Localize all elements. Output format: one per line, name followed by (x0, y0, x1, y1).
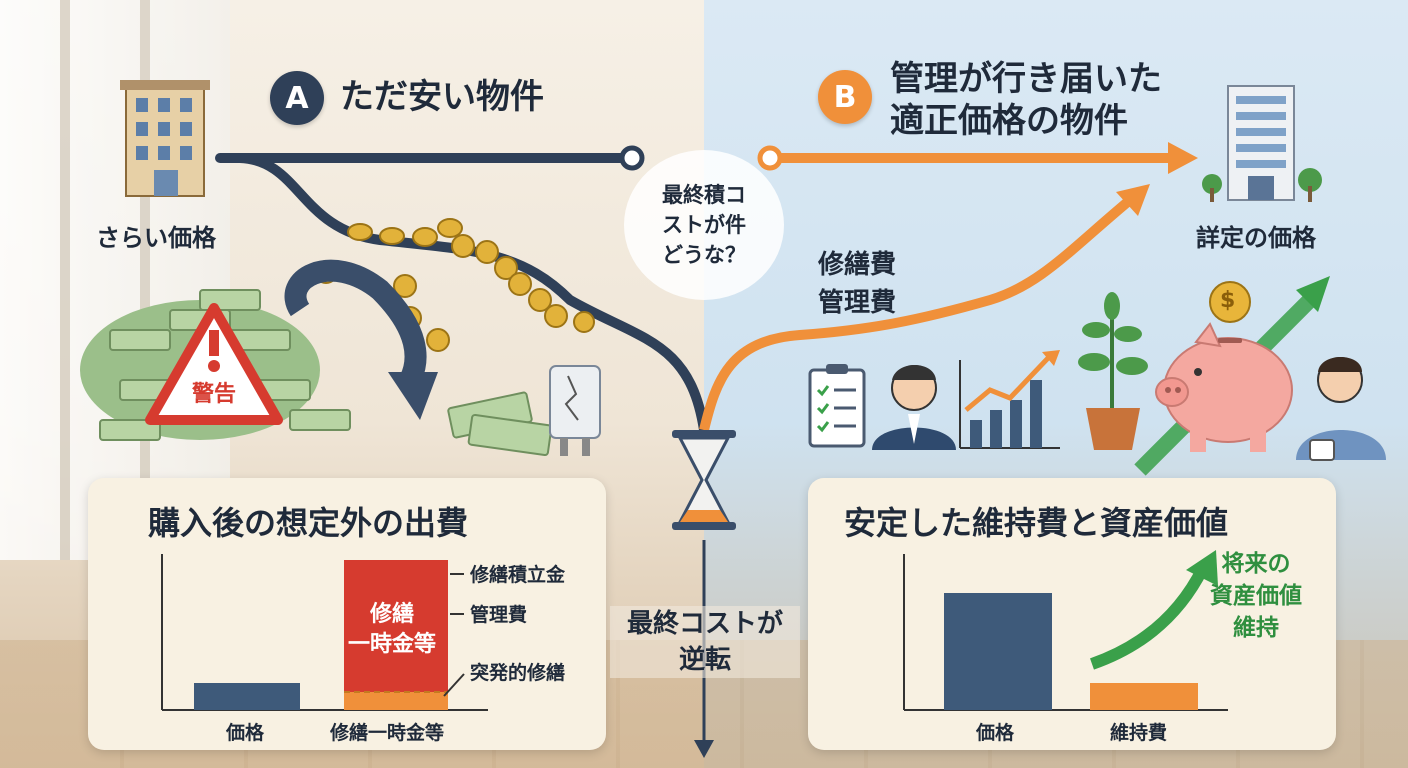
option-b-cost-label-line2: 管理費 (818, 288, 897, 318)
chart-a-category-1: 価格 (226, 722, 265, 744)
legend-item-1: 修繕積立金 (470, 564, 566, 586)
chart-a-bar-price (194, 683, 300, 710)
path-b-start-node (757, 145, 783, 171)
scattered-bills-icon (447, 391, 553, 457)
green-trend-arrow-head (1296, 276, 1330, 312)
option-b-badge: B (818, 70, 872, 124)
coins (314, 218, 595, 352)
chart-b-bar-price (944, 593, 1052, 710)
checklist-icon (808, 364, 866, 448)
panel-a-chart (161, 554, 488, 711)
option-b-title-line1: 管理が行き届いた (890, 59, 1162, 99)
legend-item-2: 管理費 (470, 604, 528, 626)
reversal-text: 最終コストが 逆転 (610, 606, 800, 678)
path-b-rise (699, 196, 1134, 432)
option-a-price-label: さらい価格 (96, 224, 216, 252)
building-b-icon (1202, 85, 1322, 202)
chart-a-category-2: 修繕一時金等 (330, 722, 445, 744)
chart-a-bar-repair (344, 560, 448, 710)
path-b-rise-head (1116, 184, 1150, 216)
warning-sign-text: 警告 (191, 382, 236, 407)
warning-icon (145, 303, 283, 425)
window-frame (60, 0, 70, 560)
panel-b: 安定した維持費と資産価値 価格 維持費 (808, 478, 1336, 750)
panel-b-title: 安定した維持費と資産価値 (844, 504, 1229, 542)
panel-a-title: 購入後の想定外の出費 (148, 504, 469, 542)
chart-b-category-2: 維持費 (1110, 722, 1168, 744)
plant-icon (1078, 292, 1148, 450)
question-line2: ストが件 (662, 213, 746, 237)
panel-a: 購入後の想定外の出費 価格 修繕一時金等 修繕 一時金等 修繕積立金 管理費 突… (88, 478, 606, 750)
leader-line-3 (443, 673, 465, 697)
happy-person-icon (1296, 357, 1386, 461)
path-a-end-node (619, 145, 645, 171)
reversal-line2: 逆転 (678, 645, 731, 675)
legend-item-3: 突発的修繕 (470, 662, 566, 684)
chart-b-category-1: 価格 (976, 722, 1015, 744)
asset-value-line2: 資産価値 (1210, 583, 1302, 609)
manager-person-icon (872, 365, 956, 450)
question-text: 最終積コ ストが件 どうな？ (649, 180, 759, 270)
chart-a-bar-label-line2: 一時金等 (347, 632, 436, 657)
asset-value-note: 将来の 資産価値 維持 (1196, 548, 1316, 644)
option-b-title-line2: 適正価格の物件 (890, 101, 1128, 141)
panel-b-chart (903, 550, 1228, 711)
chart-a-bar-repair-bottom (344, 692, 448, 710)
window-frame (140, 0, 150, 560)
asset-value-line3: 維持 (1233, 615, 1279, 641)
chart-b-trend-arrow (1090, 565, 1209, 670)
chart-b-trend-arrow-head (1186, 550, 1218, 586)
loss-arrow-head (388, 372, 438, 420)
coin-dollar-sign: $ (1220, 288, 1236, 313)
growth-chart-icon (959, 350, 1060, 449)
building-a-icon (120, 80, 210, 197)
option-b-cost-label-line1: 修繕費 (818, 250, 897, 280)
option-b-price-label: 詳定の価格 (1196, 224, 1316, 252)
water-heater-icon (549, 365, 601, 456)
option-a-badge: A (270, 71, 324, 125)
question-line3: どうな？ (662, 243, 746, 267)
hourglass-icon (672, 430, 736, 530)
reversal-line1: 最終コストが (626, 609, 783, 639)
chart-b-bar-maintenance (1090, 683, 1198, 710)
legend-leader-lines (443, 573, 465, 697)
option-a-title: ただ安い物件 (340, 77, 544, 117)
center-down-arrow (694, 740, 714, 758)
path-b-arrow-head (1168, 142, 1198, 174)
asset-value-line1: 将来の (1221, 551, 1291, 577)
piggy-bank-icon (1155, 281, 1293, 452)
question-line1: 最終積コ (662, 183, 746, 207)
loss-arrow (284, 259, 427, 385)
chart-a-bar-label-line1: 修繕 (369, 602, 414, 627)
question-bubble: 最終積コ ストが件 どうな？ (624, 150, 784, 300)
